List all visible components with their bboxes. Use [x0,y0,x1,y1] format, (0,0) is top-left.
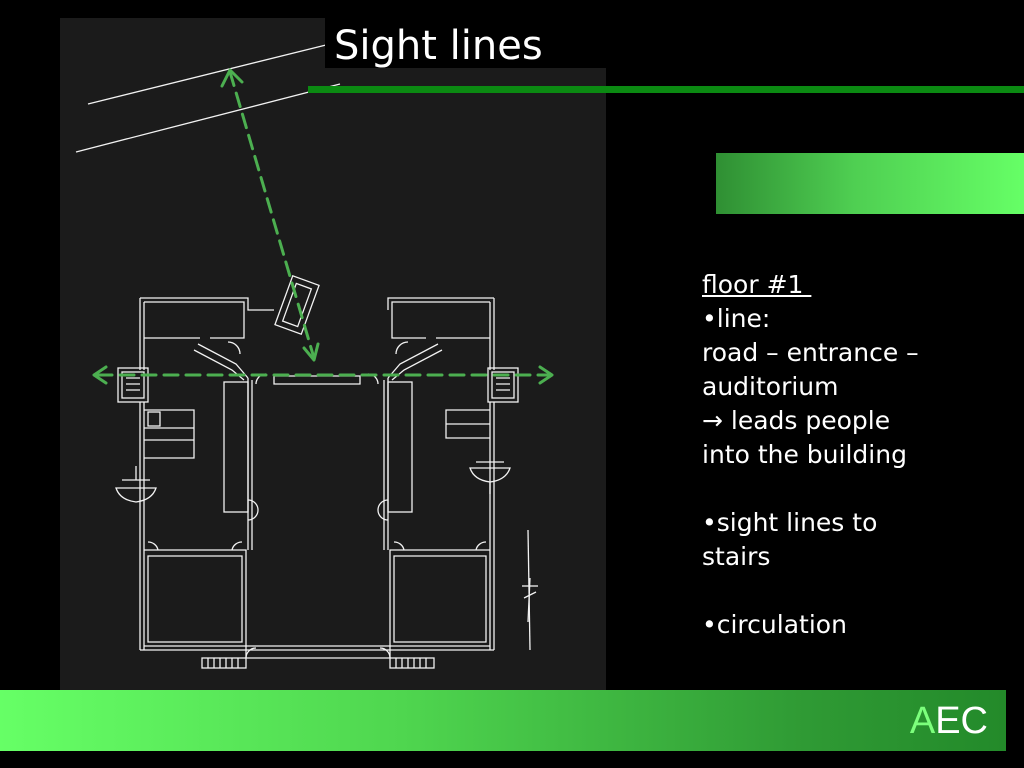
base-grilles [126,377,510,669]
notes-heading: floor #1 [702,270,812,299]
aec-logo: AEC [910,700,988,742]
slide-title: Sight lines [334,23,543,69]
logo-letters-ec: EC [935,700,988,742]
stair-left [115,466,157,503]
title-rule [308,86,1024,93]
notes-line: road – entrance – [702,338,919,367]
stair-right [469,461,511,494]
road-line-upper [87,43,331,105]
arrowhead-left [92,365,108,385]
notes-spacer [702,574,1002,608]
notes-line: auditorium [702,372,839,401]
footer-bar: AEC [0,690,1006,751]
entrance-portico [274,274,320,336]
notes-line: → leads people [702,406,891,435]
notes-line: into the building [702,440,907,469]
notes-spacer [702,472,1002,506]
building-outline [117,297,519,659]
door-swings [147,341,487,659]
floor-plan-drawing [75,43,554,669]
road-line-lower [75,83,341,153]
accent-block [716,153,1024,214]
sightline-road-to-entrance [228,70,316,360]
notes-stairs-line-2: stairs [702,542,771,571]
arrowhead-right [538,365,554,385]
arrowhead-entrance [302,342,320,362]
notes-circulation: •circulation [702,610,847,639]
title-backdrop [325,18,606,68]
arrowhead-road [220,68,244,88]
logo-letter-a: A [909,700,936,742]
north-arrow [522,529,538,651]
notes-text: floor #1 •line: road – entrance – audito… [702,268,1002,642]
notes-line: •line: [702,304,771,333]
notes-stairs-line-1: •sight lines to [702,508,878,537]
floor-plan-panel [60,18,606,690]
